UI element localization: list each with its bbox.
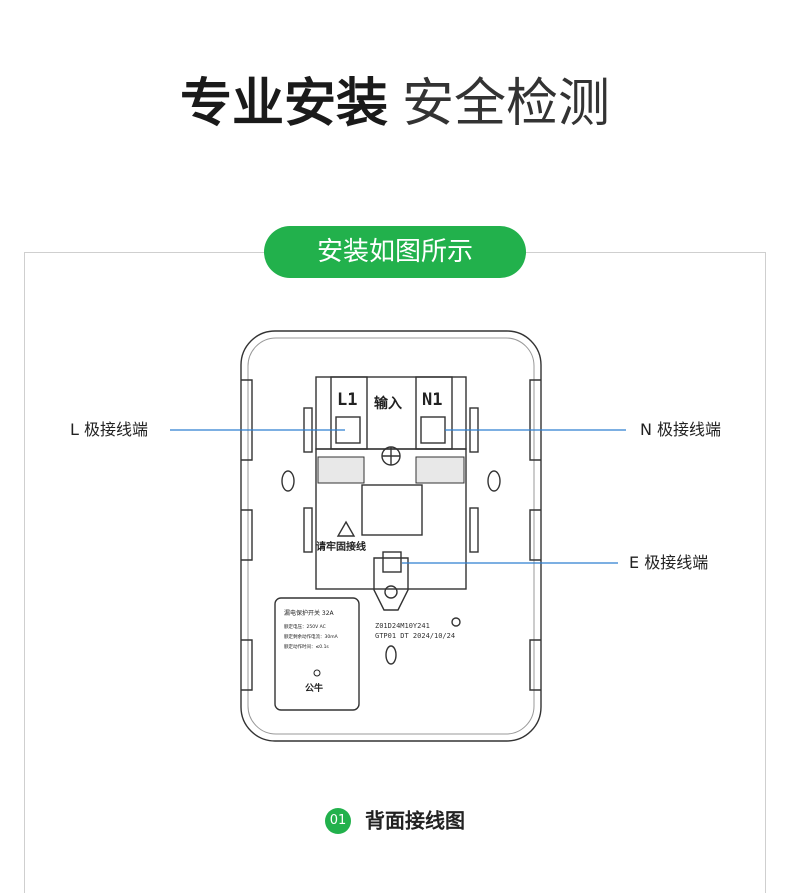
device-back-drawing: L1 输入 N1 请牢固接线 漏电保护开关 32A 额定电压：250V AC 额… bbox=[170, 330, 626, 742]
serial-number: Z01D24M10Y241 bbox=[375, 622, 430, 630]
housing-outline bbox=[240, 330, 542, 742]
terminal-block bbox=[315, 376, 467, 450]
terminal-n-screw bbox=[420, 416, 446, 444]
caption-number-badge: 01 bbox=[325, 807, 351, 834]
earth-terminal-screw bbox=[382, 551, 402, 573]
earth-symbol bbox=[384, 585, 398, 599]
rating-title: 漏电保护开关 32A bbox=[284, 609, 335, 617]
terminal-block-lower-right bbox=[415, 456, 465, 484]
rating-line-2: 额定剩余动作电流：30mA bbox=[284, 633, 339, 640]
rating-label-plate bbox=[274, 597, 360, 711]
title-bold: 专业安装 bbox=[179, 74, 388, 134]
batch-date: GTP01 DT 2024/10/24 bbox=[375, 632, 455, 640]
section-badge: 安装如图所示 bbox=[264, 226, 526, 278]
page-title: 专业安装安全检测 bbox=[0, 68, 790, 140]
caption-text: 背面接线图 bbox=[365, 808, 465, 833]
slot-right-bottom bbox=[469, 507, 479, 553]
breaker-body bbox=[315, 448, 467, 590]
right-notch-top bbox=[529, 379, 541, 461]
terminal-input-mark: 输入 bbox=[374, 395, 402, 412]
label-l-terminal: L 极接线端 bbox=[70, 420, 149, 439]
terminal-block-lower-left bbox=[317, 456, 365, 484]
terminal-n-mark: N1 bbox=[422, 390, 442, 410]
right-notch-mid bbox=[529, 509, 541, 561]
left-notch-top bbox=[241, 379, 253, 461]
brand-logo: 公牛 bbox=[305, 682, 323, 694]
slot-left-bottom bbox=[303, 507, 313, 553]
label-n-terminal: N 极接线端 bbox=[640, 420, 722, 439]
housing-inner-outline bbox=[247, 337, 535, 735]
terminal-l-mark: L1 bbox=[337, 390, 357, 410]
label-e-terminal: E 极接线端 bbox=[629, 553, 709, 572]
right-notch-bottom bbox=[529, 639, 541, 691]
certification-mark-icon bbox=[451, 617, 461, 627]
breaker-window bbox=[361, 484, 423, 536]
warning-text: 请牢固接线 bbox=[316, 540, 366, 553]
left-notch-bottom bbox=[241, 639, 253, 691]
figure-caption: 01 背面接线图 bbox=[0, 803, 790, 837]
earth-terminal-housing bbox=[373, 557, 409, 611]
mount-hole-left bbox=[281, 470, 295, 492]
brand-registered-icon bbox=[313, 669, 321, 677]
mount-hole-bottom bbox=[385, 645, 397, 665]
rating-line-1: 额定电压：250V AC bbox=[284, 623, 326, 630]
title-light: 安全检测 bbox=[402, 74, 611, 134]
warning-icon bbox=[336, 520, 356, 537]
mount-hole-right bbox=[487, 470, 501, 492]
left-notch-mid bbox=[241, 509, 253, 561]
rating-line-3: 额定动作时间：≤0.1s bbox=[284, 643, 329, 650]
